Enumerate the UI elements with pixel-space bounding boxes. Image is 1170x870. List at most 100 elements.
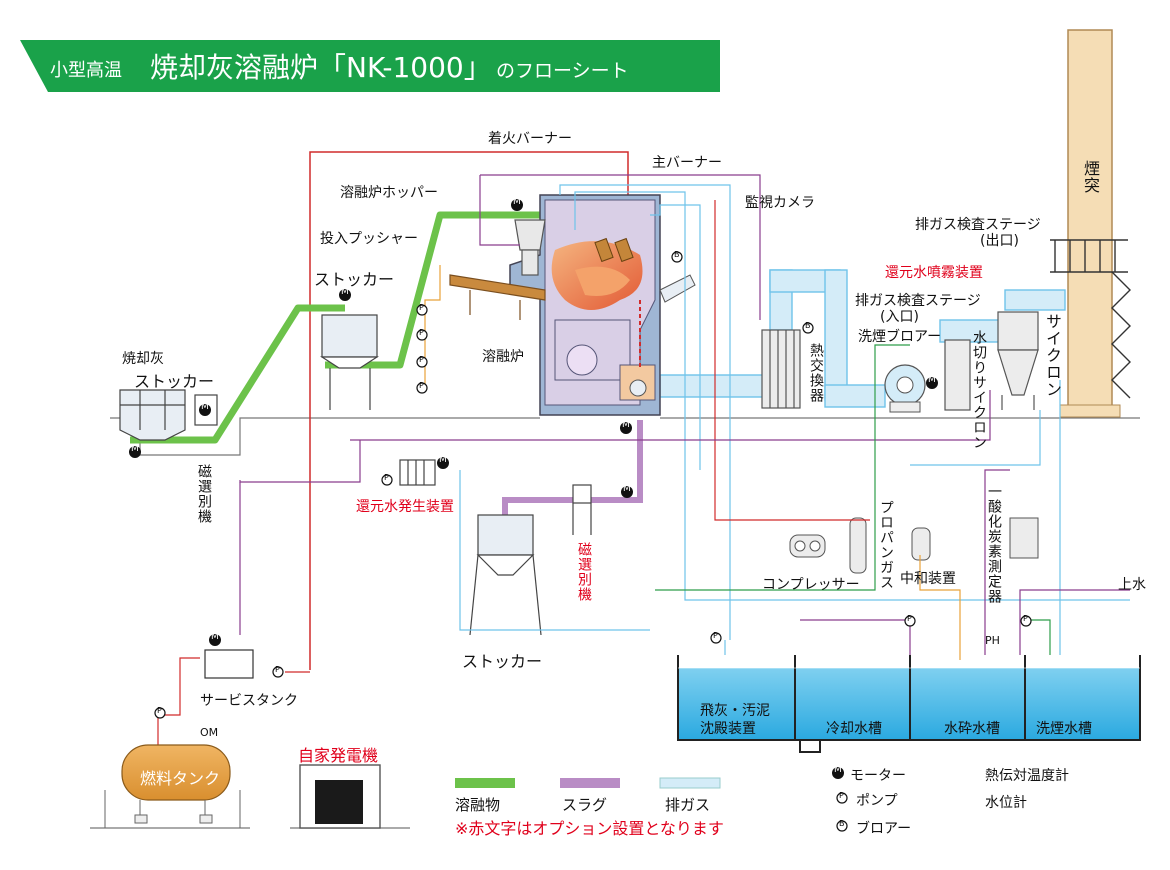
label-feed-pusher: 投入プッシャー <box>320 231 418 247</box>
fuel-tank <box>104 744 241 828</box>
label-chimney: 煙突 <box>1081 160 1100 194</box>
label-neutralizer: 中和装置 <box>900 571 956 587</box>
motor-icon: M <box>623 484 631 494</box>
tank-fly-ash-2: 沈殿装置 <box>700 721 756 737</box>
label-ignition-burner: 着火バーナー <box>488 131 572 147</box>
piping <box>157 174 1130 770</box>
label-stocker-top: ストッカー <box>314 270 395 289</box>
blower-icon: B <box>805 321 811 330</box>
blower-icons <box>671 251 848 832</box>
feed-pusher <box>449 274 546 320</box>
pump-icon: P <box>384 473 389 482</box>
label-compressor: コンプレッサー <box>762 577 860 593</box>
label-smoke-blower: 洗煙ブロアー <box>858 329 942 345</box>
neutralizer <box>911 527 931 561</box>
pump-icon: P <box>713 631 718 640</box>
label-reduction-water-gen: 還元水発生装置 <box>356 499 454 515</box>
pump-icon: P <box>907 614 912 623</box>
label-ash-stocker-2: ストッカー <box>134 372 215 391</box>
motor-icon: M <box>131 444 139 454</box>
tank-washing: 洗煙水槽 <box>1036 721 1092 737</box>
label-exhaust-stage-out-1: 排ガス検査ステージ <box>915 217 1041 233</box>
blower-icon: B <box>839 819 845 828</box>
label-propane-gas: プロパンガス <box>878 500 894 590</box>
stocker-mid <box>319 314 380 410</box>
compressor <box>789 534 826 558</box>
pump-icon: P <box>419 328 424 337</box>
pump-icon: P <box>419 381 424 390</box>
tank-cooling: 冷却水槽 <box>826 721 882 737</box>
label-monitor-camera: 監視カメラ <box>745 195 815 211</box>
label-ph: PH <box>985 634 1000 647</box>
pump-icon: P <box>419 355 424 364</box>
label-exhaust-stage-in-2: (入口) <box>880 309 919 325</box>
tank-crushing: 水砕水槽 <box>944 721 1000 737</box>
legend-blower: ブロアー <box>856 821 912 837</box>
label-heat-exchanger: 熱交換器 <box>808 343 824 403</box>
label-magnetic-separator-right: 磁選別機 <box>576 542 592 602</box>
legend-water-level: 水位計 <box>985 795 1027 811</box>
label-ash-stocker-1: 焼却灰 <box>122 351 164 367</box>
title-suffix: のフローシート <box>496 60 629 82</box>
legend-exhaust: 排ガス <box>665 796 711 814</box>
motor-icons <box>129 199 938 779</box>
magnetic-separator-right <box>572 484 592 535</box>
legend-motor: モーター <box>850 768 906 784</box>
generator <box>299 764 381 829</box>
motor-icon: M <box>201 402 209 412</box>
motor-icon: M <box>439 455 447 465</box>
burners <box>594 237 634 263</box>
label-melting-furnace: 溶融炉 <box>482 349 524 365</box>
furnace-hopper <box>514 219 546 276</box>
label-private-generator: 自家発電機 <box>298 746 379 765</box>
motor-icon: M <box>211 632 219 642</box>
title-banner <box>20 40 720 92</box>
blower-icon: B <box>674 250 680 259</box>
motor-icon: M <box>622 420 630 430</box>
label-service-tank: サービスタンク <box>200 693 298 709</box>
label-om: OM <box>200 726 219 739</box>
motor-icon: M <box>928 375 936 385</box>
water-cyclone <box>944 339 971 411</box>
label-reduction-spray: 還元水噴霧装置 <box>885 265 983 281</box>
motor-icon: M <box>341 287 349 297</box>
legend-swatches <box>455 777 721 789</box>
pump-icon: P <box>1023 614 1028 623</box>
label-magnetic-separator-left: 磁選別機 <box>196 464 212 524</box>
reduction-water-generator <box>399 459 436 486</box>
label-stocker-bottom: ストッカー <box>462 652 543 671</box>
stocker-bottom <box>469 514 542 636</box>
legend-pump: ポンプ <box>856 793 898 809</box>
service-tank-box <box>204 649 254 679</box>
pump-icon: P <box>275 665 280 674</box>
label-fuel-tank: 燃料タンク <box>140 769 221 788</box>
water-tanks <box>677 655 1141 753</box>
pump-icons <box>154 304 1032 804</box>
legend-note: ※赤文字はオプション設置となります <box>455 819 724 838</box>
pump-icon: P <box>839 791 844 800</box>
title-main: 焼却灰溶融炉「NK-1000」 <box>150 51 492 84</box>
label-exhaust-stage-out-2: (出口) <box>980 233 1019 249</box>
smoke-blower <box>884 364 926 413</box>
legend-melt: 溶融物 <box>455 796 501 814</box>
label-main-burner: 主バーナー <box>652 155 722 171</box>
cyclone <box>997 311 1039 410</box>
legend-thermocouple: 熱伝対温度計 <box>985 768 1069 784</box>
motor-icon: M <box>513 197 521 207</box>
propane-tank <box>849 517 867 574</box>
label-cyclone: サイクロン <box>1043 313 1062 398</box>
legend-slag: スラグ <box>562 796 608 814</box>
chimney <box>1050 29 1131 418</box>
tank-fly-ash-1: 飛灰・汚泥 <box>700 703 770 719</box>
label-co-meter: 一酸化炭素測定器 <box>986 484 1002 604</box>
label-exhaust-stage-in-1: 排ガス検査ステージ <box>855 293 981 309</box>
ground-lines <box>90 417 1140 829</box>
label-water-cyclone: 水切りサイクロン <box>971 330 987 450</box>
label-furnace-hopper: 溶融炉ホッパー <box>340 185 438 201</box>
label-tap-water: 上水 <box>1118 577 1146 593</box>
title-prefix: 小型高温 <box>50 60 122 81</box>
heat-exchanger <box>761 329 801 409</box>
pump-icon: P <box>157 706 162 715</box>
